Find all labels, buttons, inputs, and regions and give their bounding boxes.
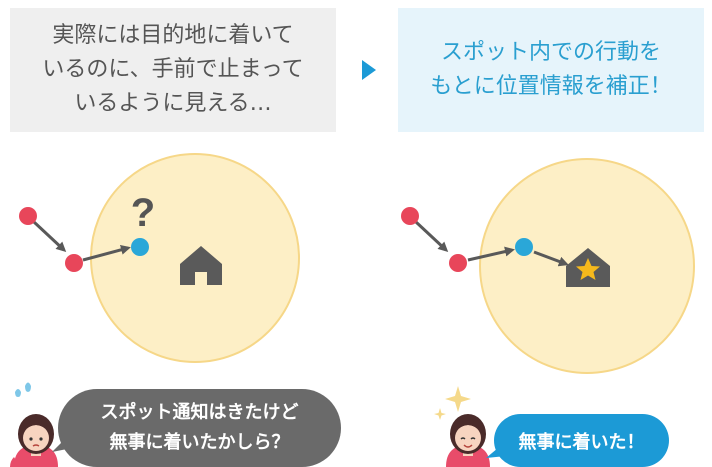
- location-point-red: [449, 254, 467, 272]
- question-mark: ?: [131, 191, 155, 235]
- caption-problem-line-2: いるのに、手前で止まって: [42, 57, 304, 82]
- caption-solution: スポット内での行動を もとに位置情報を補正！: [398, 8, 704, 132]
- flow-arrow-icon: [362, 60, 376, 80]
- caption-solution-line-1: スポット内での行動を: [440, 40, 661, 65]
- path-arrow-right-1: [414, 220, 449, 253]
- location-point-red: [65, 254, 83, 272]
- caption-problem: 実際には目的地に着いて いるのに、手前で止まって いるように見える…: [10, 8, 336, 132]
- happy-person-avatar: [434, 386, 490, 467]
- spot-area-left: [90, 153, 300, 363]
- speech-bubble-relieved: 無事に着いた！: [494, 414, 669, 467]
- speech-relieved-line-1: 無事に着いた！: [518, 431, 645, 453]
- sparkle-icon: [445, 386, 471, 412]
- speech-worried-line-2: 無事に着いたかしら？: [109, 432, 290, 453]
- house-star-icon: [566, 248, 610, 287]
- sparkle-icon: [434, 408, 446, 420]
- location-point-red: [19, 207, 37, 225]
- location-point-red: [401, 207, 419, 225]
- path-arrow-left-2: [82, 244, 131, 262]
- path-arrow-right-2: [467, 246, 515, 262]
- caption-problem-line-1: 実際には目的地に着いて: [52, 23, 294, 48]
- caption-problem-line-3: いるように見える…: [74, 91, 272, 116]
- path-arrow-left-1: [32, 220, 67, 253]
- caption-solution-line-2: もとに位置情報を補正！: [430, 74, 672, 99]
- location-point-blue: [131, 238, 149, 256]
- path-arrow-right-3: [533, 250, 569, 267]
- speech-worried-line-1: スポット通知はきたけど: [100, 402, 299, 423]
- house-icon: [180, 246, 222, 285]
- location-point-blue: [515, 238, 533, 256]
- spot-area-right: [479, 158, 695, 374]
- star-icon: [576, 258, 600, 280]
- speech-bubble-worried: スポット通知はきたけど 無事に着いたかしら？: [58, 389, 341, 467]
- worried-person-avatar: [10, 382, 58, 467]
